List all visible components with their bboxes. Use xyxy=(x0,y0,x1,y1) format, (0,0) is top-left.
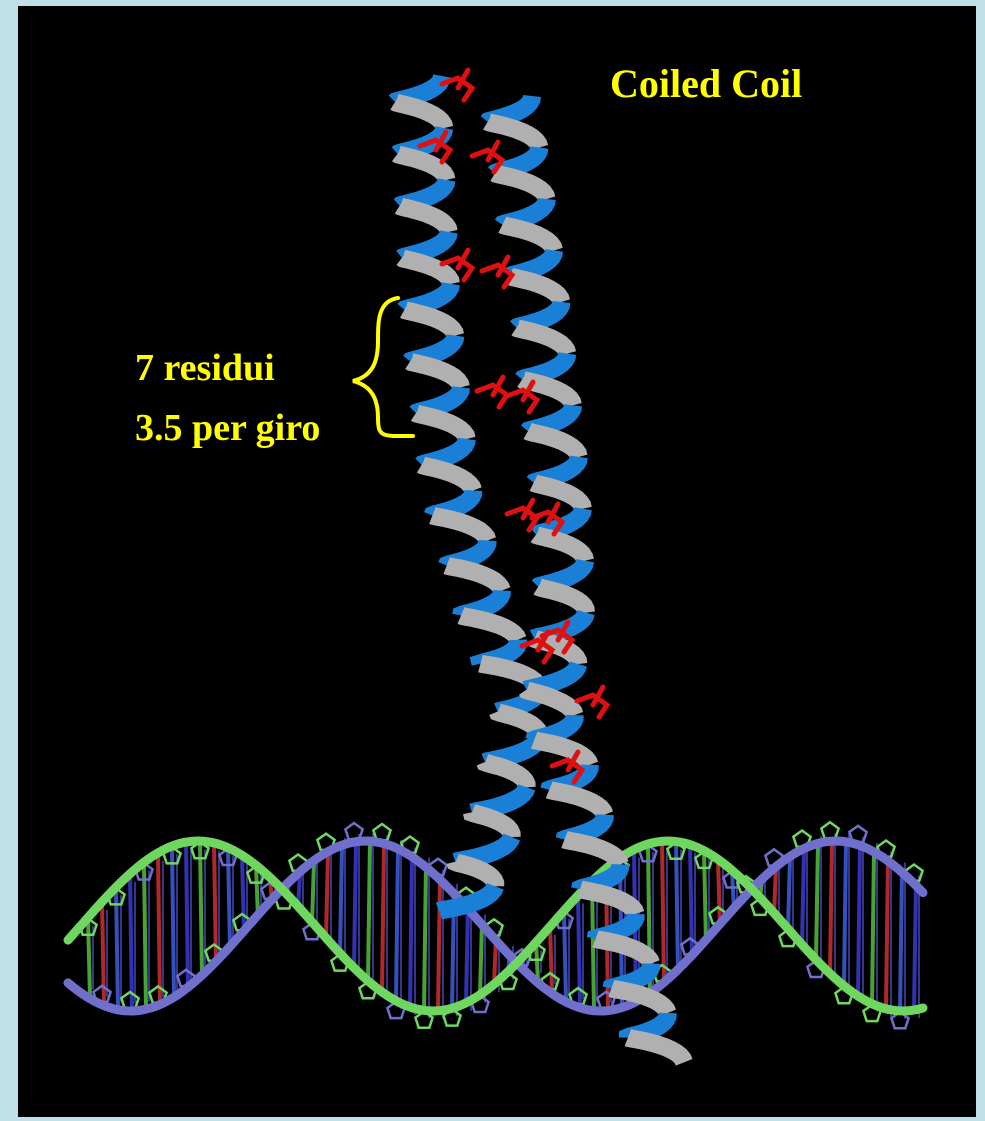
dna-base-pair xyxy=(340,846,342,953)
helix-right-ribbon-segment xyxy=(628,1038,684,1063)
dna-base-pair xyxy=(774,868,776,913)
dna-base-pair xyxy=(466,907,468,1003)
helix-left-ribbon-segment xyxy=(404,310,455,336)
dna-base-pair xyxy=(410,855,412,1007)
dna-base-pair xyxy=(704,851,706,942)
dna-base-pair xyxy=(228,848,230,949)
dna-base-pair xyxy=(158,853,160,1006)
dna-base-pair xyxy=(788,858,790,929)
helix-left-ribbon-segment xyxy=(410,361,461,387)
residue-side-chain xyxy=(507,500,537,530)
dna-base-pair xyxy=(718,859,720,926)
dna-base-pair xyxy=(662,841,664,984)
title-label: Coiled Coil xyxy=(610,64,802,104)
dna-base-pair xyxy=(88,917,90,997)
helix-right-ribbon-segment xyxy=(510,276,562,302)
dna-base-pair xyxy=(886,860,888,1009)
helix-left-ribbon-segment xyxy=(455,862,495,887)
dna-base-pair xyxy=(676,841,678,971)
annotation-line-1: 7 residui xyxy=(135,349,275,387)
helix-right-ribbon-segment xyxy=(516,328,567,354)
helix-right-ribbon-segment xyxy=(536,535,585,561)
helix-left-ribbon-segment xyxy=(397,154,446,180)
dna-base-pair xyxy=(354,842,356,968)
helix-right-ribbon-segment xyxy=(528,431,579,457)
dna-base-pair xyxy=(130,874,132,1011)
helix-right-ribbon-segment xyxy=(596,939,652,964)
helix-left-ribbon-segment xyxy=(461,616,518,640)
helix-left-ribbon-segment xyxy=(485,762,527,787)
helix-left-ribbon-segment xyxy=(422,465,474,491)
dna-base-pair xyxy=(550,927,552,993)
dna-base-pair xyxy=(102,902,104,1005)
helix-right-ribbon-segment xyxy=(495,173,547,199)
helix-right-ribbon-segment xyxy=(549,790,605,815)
helix-right-ribbon-segment xyxy=(565,840,621,865)
dna-base-pair xyxy=(242,855,244,933)
residue-side-chain xyxy=(482,257,512,287)
helix-left-ribbon-segment xyxy=(432,516,487,541)
dna-base-pair xyxy=(186,842,188,989)
dna-base-pair xyxy=(368,841,370,981)
helix-left-ribbon-segment xyxy=(472,812,512,837)
dna-base-pair xyxy=(914,883,916,1010)
dna-base-pair xyxy=(844,842,846,986)
helix-left-ribbon-segment xyxy=(400,206,449,232)
annotation-line-2: 3.5 per giro xyxy=(135,409,320,447)
dna-base-pair xyxy=(144,862,146,1009)
dna-base-pair xyxy=(326,853,328,938)
dna-base-pair xyxy=(424,866,426,1011)
dna-base-pair xyxy=(200,841,202,977)
dna-base-pair xyxy=(312,862,314,922)
dna-base-pair xyxy=(564,911,566,1001)
dna-base-pair xyxy=(480,922,482,994)
dna-base-pair xyxy=(900,871,902,1011)
dna-base-pair xyxy=(382,843,384,992)
dna-base-pair xyxy=(396,848,398,1001)
residue-side-chain xyxy=(477,377,507,407)
dna-base-pair xyxy=(816,844,818,960)
dna-sugar-ring xyxy=(821,822,838,838)
coiled-coil-dna-structure xyxy=(18,6,976,1117)
helix-left-ribbon-segment xyxy=(395,102,444,128)
dna-base-pair xyxy=(172,846,174,998)
residue-side-chain xyxy=(472,142,502,172)
dna-base-pair xyxy=(802,849,804,944)
helix-left-ribbon-segment xyxy=(447,566,502,591)
molecule-render-panel: Coiled Coil 7 residui 3.5 per giro xyxy=(18,6,976,1117)
dna-base-pair xyxy=(438,878,440,1011)
helix-left-ribbon-segment xyxy=(416,413,467,439)
helix-right-ribbon-segment xyxy=(502,225,554,251)
helix-right-ribbon-segment xyxy=(538,587,586,613)
dna-base-pair xyxy=(830,841,832,973)
dna-base-pair xyxy=(872,851,874,1004)
dna-base-pair xyxy=(858,845,860,996)
